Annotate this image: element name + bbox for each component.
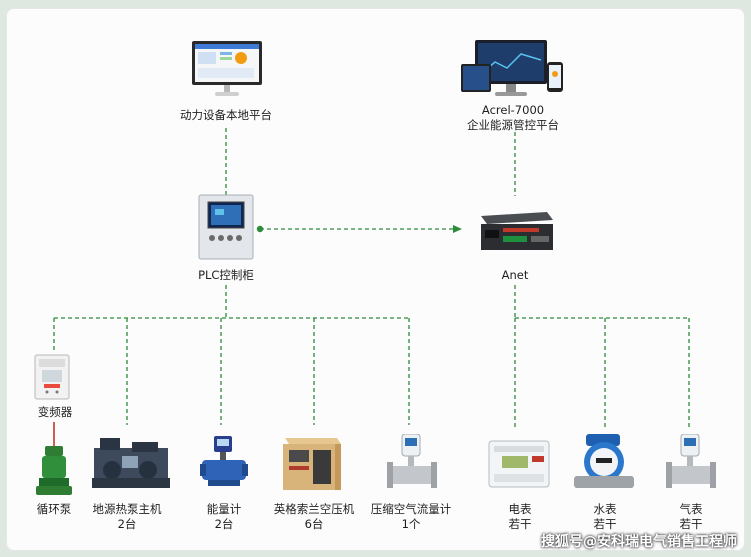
link-dot bbox=[256, 225, 264, 233]
vfd-icon bbox=[34, 354, 70, 404]
anet-gateway-icon bbox=[475, 208, 555, 256]
plc-cabinet-icon bbox=[198, 194, 254, 264]
watermark: 搜狐号@安科瑞电气销售工程师 bbox=[541, 534, 737, 550]
link-arrow bbox=[453, 225, 462, 233]
energy-meter-icon bbox=[200, 436, 248, 494]
platform-screens-icon bbox=[461, 38, 565, 104]
heat-pump-icon bbox=[92, 434, 170, 498]
device-label-elecmeter: 电表若干 bbox=[508, 502, 532, 531]
vfd-label: 变频器 bbox=[37, 405, 73, 419]
acrel-platform-title: Acrel-7000 bbox=[481, 103, 545, 117]
device-label-gasmeter: 气表若干 bbox=[679, 502, 703, 531]
local-platform-label: 动力设备本地平台 bbox=[180, 108, 272, 122]
electric-meter-icon bbox=[488, 440, 550, 492]
monitor-icon bbox=[191, 40, 263, 102]
water-meter-icon bbox=[574, 432, 636, 500]
device-label-watermeter: 水表若干 bbox=[593, 502, 617, 531]
air-compressor-icon bbox=[279, 436, 341, 496]
device-label-pump: 循环泵 bbox=[36, 502, 72, 516]
flow-meter-icon bbox=[387, 433, 437, 500]
plc-label: PLC控制柜 bbox=[198, 268, 254, 282]
anet-label: Anet bbox=[501, 268, 529, 282]
circulation-pump-icon bbox=[36, 446, 72, 500]
acrel-platform-subtitle: 企业能源管控平台 bbox=[467, 118, 559, 132]
gas-meter-icon bbox=[666, 433, 716, 500]
